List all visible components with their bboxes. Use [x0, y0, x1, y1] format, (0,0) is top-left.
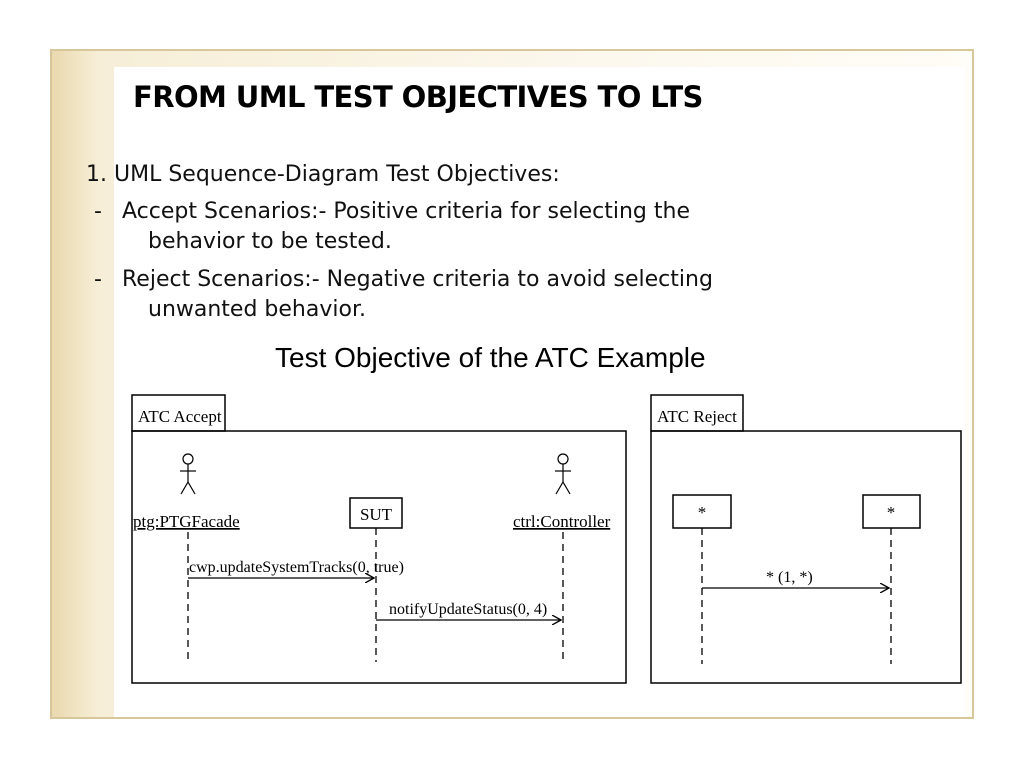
- lifeline-label-sut: SUT: [360, 505, 393, 524]
- lifeline-label-left: *: [698, 503, 707, 522]
- atc-accept-diagram: ATC Accept ptg:PTGFacade SUT ctrl:Contro…: [129, 392, 629, 687]
- lifeline-label-ptgfacade: ptg:PTGFacade: [133, 512, 240, 531]
- message-label-reject: * (1, *): [766, 569, 813, 586]
- bullet-reject-dash: -: [94, 267, 102, 292]
- actor-icon: [180, 453, 196, 495]
- reject-frame-label: ATC Reject: [657, 407, 737, 426]
- slide-title: FROM UML TEST OBJECTIVES TO LTS: [133, 80, 703, 114]
- bullet-reject-text: Reject Scenarios:- Negative criteria to …: [122, 267, 713, 292]
- atc-accept-svg: ATC Accept ptg:PTGFacade SUT ctrl:Contro…: [131, 394, 627, 684]
- reject-frame-label-box: [650, 394, 744, 432]
- lifeline-box-right: [862, 494, 921, 529]
- atc-reject-diagram: ATC Reject * * * (1, *): [648, 392, 962, 687]
- actor-icon: [555, 453, 571, 495]
- lifeline-box-sut: [349, 497, 403, 529]
- accept-frame-label-box: [131, 394, 226, 432]
- accept-frame-label: ATC Accept: [138, 407, 222, 426]
- lifeline-box-left: [672, 494, 732, 529]
- bullet-accept-dash: -: [94, 199, 102, 224]
- message-label-update-tracks: cwp.updateSystemTracks(0, true): [189, 559, 404, 576]
- diagram-caption: Test Objective of the ATC Example: [275, 342, 706, 373]
- reject-diagram-frame: [650, 430, 962, 684]
- bullet-accept-text: Accept Scenarios:- Positive criteria for…: [122, 199, 690, 224]
- intro-line: 1. UML Sequence-Diagram Test Objectives:: [86, 162, 560, 187]
- lifeline-label-right: *: [887, 503, 896, 522]
- accept-diagram-frame: [131, 430, 627, 684]
- atc-reject-svg: ATC Reject * * * (1, *): [650, 394, 962, 684]
- message-label-notify-status: notifyUpdateStatus(0, 4): [389, 601, 547, 618]
- bullet-reject-continuation: unwanted behavior.: [148, 297, 366, 322]
- lifeline-label-controller: ctrl:Controller: [513, 512, 611, 531]
- bullet-accept-continuation: behavior to be tested.: [148, 229, 392, 254]
